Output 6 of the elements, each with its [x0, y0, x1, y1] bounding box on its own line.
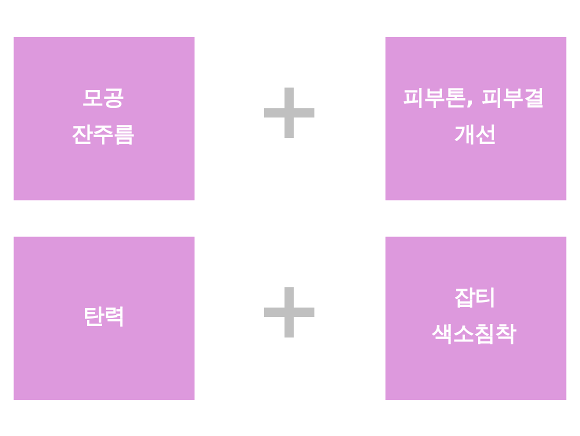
node-box: 탄력 — [14, 236, 195, 400]
node-box: 모공 잔주름 — [14, 36, 195, 200]
node-box: 잡티 색소침착 — [385, 236, 566, 400]
node-box: 피부톤, 피부결 개선 — [385, 36, 566, 200]
label: + — [255, 262, 323, 356]
label: + — [255, 62, 323, 156]
